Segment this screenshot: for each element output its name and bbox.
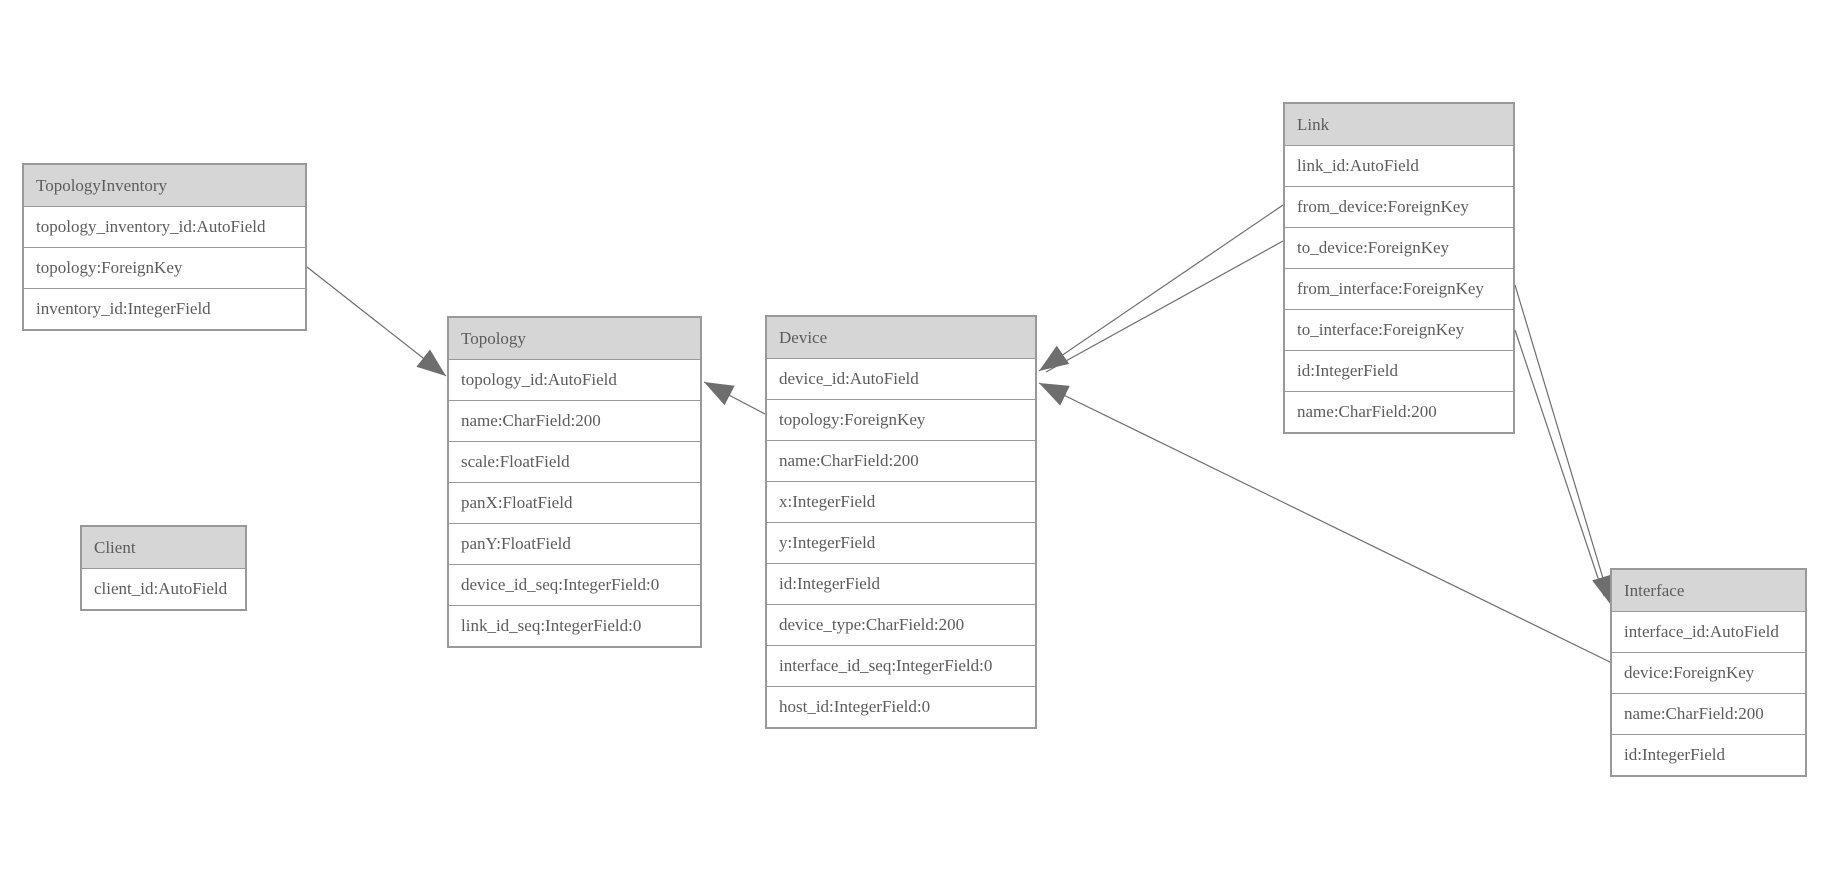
field-row: client_id:AutoField	[82, 568, 245, 609]
entity-client: Client client_id:AutoField	[80, 525, 247, 611]
entity-device: Device device_id:AutoField topology:Fore…	[765, 315, 1037, 729]
field-row: host_id:IntegerField:0	[767, 686, 1035, 727]
field-row: topology:ForeignKey	[767, 399, 1035, 440]
field-row: device_id:AutoField	[767, 358, 1035, 399]
connector-link-fromdevice-device	[1038, 204, 1284, 372]
field-row: id:IntegerField	[1285, 350, 1513, 391]
field-row: from_device:ForeignKey	[1285, 186, 1513, 227]
field-row: to_device:ForeignKey	[1285, 227, 1513, 268]
field-row: topology_inventory_id:AutoField	[24, 206, 305, 247]
entity-topologyinventory: TopologyInventory topology_inventory_id:…	[22, 163, 307, 331]
connector-device-topology	[703, 381, 766, 415]
field-row: id:IntegerField	[767, 563, 1035, 604]
entity-title: Topology	[449, 318, 700, 359]
field-row: inventory_id:IntegerField	[24, 288, 305, 329]
field-row: x:IntegerField	[767, 481, 1035, 522]
field-row: topology_id:AutoField	[449, 359, 700, 400]
field-row: name:CharField:200	[1612, 693, 1805, 734]
field-row: topology:ForeignKey	[24, 247, 305, 288]
field-row: interface_id_seq:IntegerField:0	[767, 645, 1035, 686]
field-row: id:IntegerField	[1612, 734, 1805, 775]
connector-topologyinventory-topology	[306, 266, 447, 377]
field-row: device:ForeignKey	[1612, 652, 1805, 693]
field-row: interface_id:AutoField	[1612, 611, 1805, 652]
field-row: link_id_seq:IntegerField:0	[449, 605, 700, 646]
connector-link-frominterface-interface	[1514, 284, 1614, 606]
entity-title: TopologyInventory	[24, 165, 305, 206]
field-row: panX:FloatField	[449, 482, 700, 523]
field-row: name:CharField:200	[1285, 391, 1513, 432]
field-row: to_interface:ForeignKey	[1285, 309, 1513, 350]
field-row: device_type:CharField:200	[767, 604, 1035, 645]
field-row: link_id:AutoField	[1285, 145, 1513, 186]
entity-link: Link link_id:AutoField from_device:Forei…	[1283, 102, 1515, 434]
entity-topology: Topology topology_id:AutoField name:Char…	[447, 316, 702, 648]
field-row: name:CharField:200	[767, 440, 1035, 481]
entity-interface: Interface interface_id:AutoField device:…	[1610, 568, 1807, 777]
field-row: device_id_seq:IntegerField:0	[449, 564, 700, 605]
field-row: panY:FloatField	[449, 523, 700, 564]
entity-title: Interface	[1612, 570, 1805, 611]
field-row: from_interface:ForeignKey	[1285, 268, 1513, 309]
connector-interface-device	[1038, 382, 1611, 663]
entity-title: Link	[1285, 104, 1513, 145]
connector-link-todevice-device	[1045, 240, 1284, 373]
field-row: name:CharField:200	[449, 400, 700, 441]
entity-title: Client	[82, 527, 245, 568]
connector-link-tointerface-interface	[1514, 329, 1605, 597]
field-row: y:IntegerField	[767, 522, 1035, 563]
entity-title: Device	[767, 317, 1035, 358]
field-row: scale:FloatField	[449, 441, 700, 482]
